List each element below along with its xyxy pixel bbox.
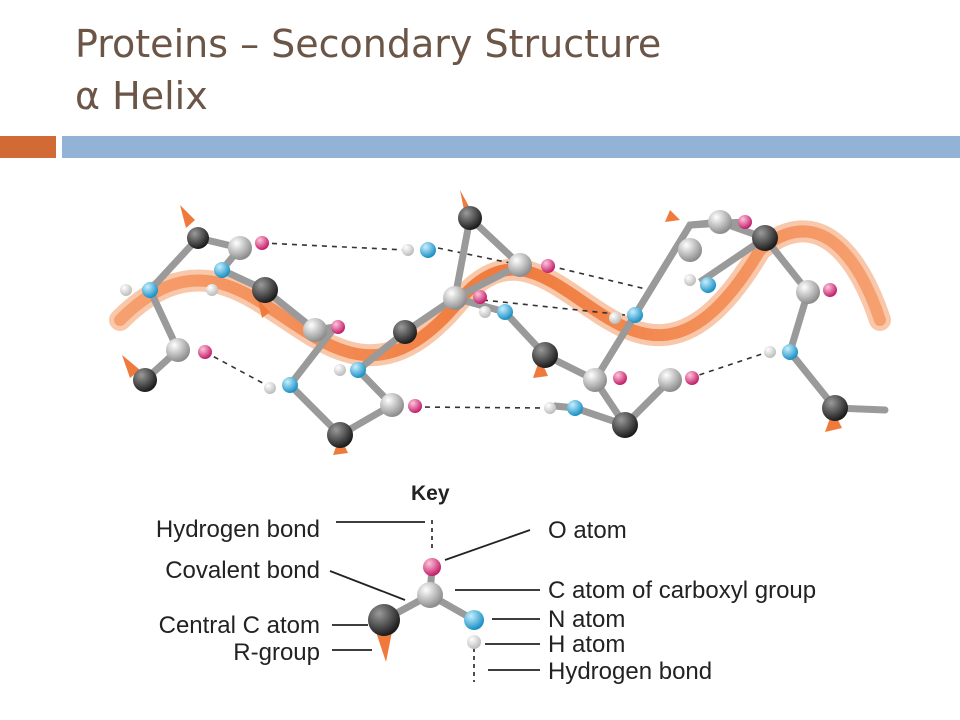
slide-title: Proteins – Secondary Structure α Helix xyxy=(75,18,661,122)
n-atom xyxy=(282,377,298,393)
key-label-hydrogen-bond-left: Hydrogen bond xyxy=(156,516,320,543)
o-atom xyxy=(685,371,699,385)
c-carboxyl-atom xyxy=(380,393,404,417)
key-label-hydrogen-bond-right: Hydrogen bond xyxy=(548,658,712,685)
key-label-r-group: R-group xyxy=(233,639,320,666)
title-line-1: Proteins – Secondary Structure xyxy=(75,22,662,66)
central-c-atom xyxy=(393,320,417,344)
central-c-atom xyxy=(822,395,848,421)
n-atom xyxy=(350,362,366,378)
h-atom xyxy=(609,312,621,324)
o-atom xyxy=(198,345,212,359)
central-c-atom xyxy=(532,342,558,368)
o-atom xyxy=(331,320,345,334)
key-leader-lines xyxy=(329,521,540,671)
key-h-atom-sample xyxy=(467,635,481,649)
c-carboxyl-atom xyxy=(658,368,682,392)
n-atom xyxy=(700,277,716,293)
key-heading: Key xyxy=(411,482,450,505)
n-atom xyxy=(627,307,643,323)
h-atom xyxy=(402,244,414,256)
key-o-atom-sample xyxy=(423,558,441,576)
n-atom xyxy=(142,282,158,298)
h-atom xyxy=(120,284,132,296)
key-label-n-atom: N atom xyxy=(548,606,625,633)
o-atom xyxy=(613,371,627,385)
h-atom xyxy=(479,306,491,318)
c-carboxyl-atom xyxy=(796,280,820,304)
helix-hydrogen-bonds xyxy=(204,242,769,409)
central-c-atom xyxy=(752,225,778,251)
key-label-h-atom: H atom xyxy=(548,631,625,658)
h-atom xyxy=(764,346,776,358)
o-atom xyxy=(823,283,837,297)
o-atom xyxy=(255,236,269,250)
ribbon-front xyxy=(114,225,886,361)
key-label-o-atom: O atom xyxy=(548,517,627,544)
c-carboxyl-atom xyxy=(708,210,732,234)
key-label-c-carboxyl: C atom of carboxyl group xyxy=(548,577,816,604)
key-label-covalent-bond: Covalent bond xyxy=(165,557,320,584)
title-line-2: α Helix xyxy=(75,74,208,118)
o-atom xyxy=(738,215,752,229)
n-atom xyxy=(497,304,513,320)
central-c-atom xyxy=(133,368,157,392)
key-label-central-c-atom: Central C atom xyxy=(159,612,320,639)
key-n-atom-sample xyxy=(464,610,484,630)
n-atom xyxy=(420,242,436,258)
key-c-carboxyl-sample xyxy=(417,582,443,608)
h-atom xyxy=(206,284,218,296)
c-carboxyl-atom xyxy=(443,286,467,310)
key-central-c-sample xyxy=(368,604,400,636)
c-carboxyl-atom xyxy=(583,368,607,392)
c-carboxyl-atom xyxy=(678,238,702,262)
n-atom xyxy=(567,400,583,416)
central-c-atom xyxy=(252,277,278,303)
h-atom xyxy=(264,382,276,394)
central-c-atom xyxy=(187,227,209,249)
central-c-atom xyxy=(327,422,353,448)
accent-bar-blue xyxy=(62,136,960,158)
c-carboxyl-atom xyxy=(303,318,327,342)
accent-bar-orange xyxy=(0,136,56,158)
central-c-atom xyxy=(458,206,482,230)
h-atom xyxy=(334,364,346,376)
o-atom xyxy=(473,290,487,304)
helix-covalent-bonds xyxy=(141,211,889,440)
n-atom xyxy=(782,344,798,360)
helix-atoms xyxy=(120,206,848,448)
central-c-atom xyxy=(612,412,638,438)
o-atom xyxy=(541,259,555,273)
n-atom xyxy=(214,262,230,278)
key-legend: Key Hydrogen bond xyxy=(156,482,816,685)
helix-ribbon xyxy=(109,220,891,366)
h-atom xyxy=(544,402,556,414)
c-carboxyl-atom xyxy=(508,253,532,277)
h-atom xyxy=(684,274,696,286)
o-atom xyxy=(408,399,422,413)
c-carboxyl-atom xyxy=(166,338,190,362)
c-carboxyl-atom xyxy=(228,236,252,260)
